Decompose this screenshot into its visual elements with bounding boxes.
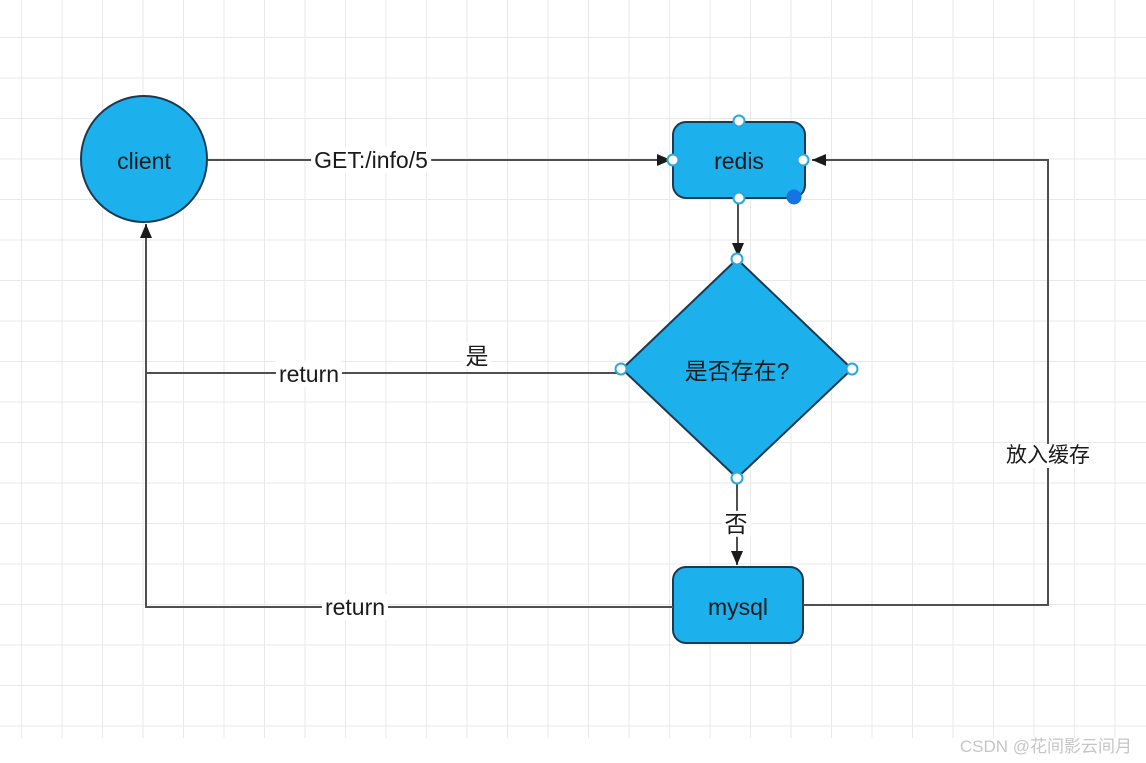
connection-handle-decision-bottom[interactable] bbox=[730, 471, 744, 485]
edge-label-return-yes[interactable]: return bbox=[275, 360, 343, 388]
edge-label-return-mysql[interactable]: return bbox=[321, 593, 389, 621]
edge-label-no[interactable]: 否 bbox=[721, 510, 751, 538]
edge-label-cache-store[interactable]: 放入缓存 bbox=[1003, 443, 1093, 469]
connection-handle-redis-left[interactable] bbox=[666, 153, 680, 167]
connection-handle-redis-top[interactable] bbox=[732, 114, 746, 128]
edge-mysql-client-return[interactable] bbox=[140, 224, 673, 608]
connection-handle-redis-bottom[interactable] bbox=[732, 191, 746, 205]
decision-node-label: 是否存在? bbox=[684, 357, 790, 384]
redis-node-label: redis bbox=[714, 147, 764, 174]
connection-handle-decision-top[interactable] bbox=[730, 252, 744, 266]
edge-label-yes[interactable]: 是 bbox=[462, 342, 492, 370]
edge-label-get-request[interactable]: GET:/info/5 bbox=[311, 146, 431, 174]
connection-handle-redis-right[interactable] bbox=[796, 153, 810, 167]
client-node[interactable] bbox=[80, 95, 208, 223]
connection-handle-decision-left[interactable] bbox=[614, 362, 628, 376]
edge-mysql-redis-cache[interactable] bbox=[803, 154, 1049, 606]
connection-handle-decision-right[interactable] bbox=[845, 362, 859, 376]
csdn-watermark: CSDN @花间影云间月 bbox=[959, 737, 1132, 756]
client-node-label: client bbox=[117, 147, 171, 174]
endpoint-handle-dot[interactable] bbox=[786, 189, 802, 205]
mysql-node-label: mysql bbox=[707, 593, 769, 620]
